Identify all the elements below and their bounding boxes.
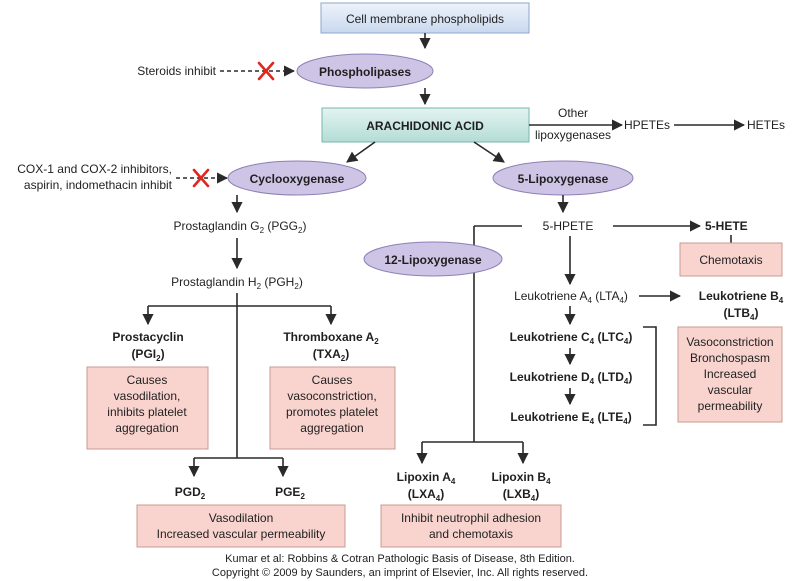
other-lipoxygenases-line2: lipoxygenases: [535, 128, 611, 142]
other-lipoxygenases-line1: Other: [558, 106, 588, 120]
5-hpete-label: 5-HPETE: [543, 219, 594, 233]
5-lipoxygenase-label: 5-Lipoxygenase: [518, 172, 609, 186]
ltc4-label: Leukotriene C4 (LTC4): [510, 330, 633, 346]
pge2-label: PGE2: [275, 485, 305, 501]
steroids-block-x-icon: [257, 61, 275, 81]
pgi2-effects-box: [86, 366, 209, 450]
lt-effect-line: Increased: [704, 367, 757, 381]
pgg2-label: Prostaglandin G2 (PGG2): [174, 219, 307, 235]
pgi2-effect-line: Causes: [127, 373, 168, 387]
pgi2-abbrev: (PGI2): [131, 347, 164, 363]
hpetes-label: HPETEs: [624, 118, 670, 132]
txa2-effect-line: Causes: [312, 373, 353, 387]
txa2-effect-line: vasoconstriction,: [287, 389, 376, 403]
lt-effect-line: vascular: [708, 383, 753, 397]
lt-effect-line: Vasoconstriction: [686, 335, 773, 349]
lipoxin-effect-line: and chemotaxis: [429, 527, 513, 541]
cox-block-x-icon: [192, 168, 210, 188]
phospholipases-enzyme: [296, 53, 434, 89]
pgd2-label: PGD2: [175, 485, 206, 501]
pg-effects-box: [136, 504, 346, 548]
lipoxin-effect-line: Inhibit neutrophil adhesion: [401, 511, 541, 525]
steroids-inhibit-label: Steroids inhibit: [137, 64, 216, 78]
ltb4-abbrev: (LTB4): [724, 306, 759, 322]
cyclooxygenase-label: Cyclooxygenase: [250, 172, 345, 186]
lt-effect-line: permeability: [698, 399, 763, 413]
pg-effect-line: Increased vascular permeability: [157, 527, 326, 541]
lxb4-abbrev: (LXB4): [503, 487, 539, 503]
copyright-line: Copyright © 2009 by Saunders, an imprint…: [212, 567, 588, 579]
chemotaxis-box: [679, 242, 783, 277]
pg-effect-line: Vasodilation: [209, 511, 274, 525]
arachidonic-acid-box: [321, 107, 530, 143]
ltb4-label: Leukotriene B4: [699, 289, 784, 305]
lta4-label: Leukotriene A4 (LTA4): [514, 289, 628, 305]
membrane-box: [320, 2, 530, 34]
lte4-label: Leukotriene E4 (LTE4): [510, 410, 631, 426]
txa2-abbrev: (TXA2): [313, 347, 349, 363]
cox-inhibitors-line1: COX-1 and COX-2 inhibitors,: [17, 162, 172, 176]
pgi2-effect-line: aggregation: [115, 421, 178, 435]
lxa4-abbrev: (LXA4): [408, 487, 444, 503]
arachidonic-acid-label: ARACHIDONIC ACID: [366, 119, 484, 133]
prostacyclin-label: Prostacyclin: [112, 330, 183, 344]
pgi2-effect-line: inhibits platelet: [107, 405, 187, 419]
cysteinyl-lt-effects-box: [677, 326, 783, 423]
lt-effect-line: Bronchospasm: [690, 351, 770, 365]
5-hete-label: 5-HETE: [705, 219, 748, 233]
phospholipases-label: Phospholipases: [319, 65, 411, 79]
lipoxin-effects-box: [380, 504, 562, 548]
12-lipoxygenase-enzyme: [363, 241, 503, 277]
membrane-label: Cell membrane phospholipids: [346, 12, 504, 26]
12-lipoxygenase-label: 12-Lipoxygenase: [384, 253, 482, 267]
cysteinyl-lt-bracket: [643, 326, 657, 426]
pgi2-effect-line: vasodilation,: [114, 389, 181, 403]
cox-inhibitors-line2: aspirin, indomethacin inhibit: [24, 178, 173, 192]
credit-line: Kumar et al: Robbins & Cotran Pathologic…: [225, 553, 575, 565]
chemotaxis-label: Chemotaxis: [699, 253, 762, 267]
ltd4-label: Leukotriene D4 (LTD4): [510, 370, 633, 386]
txa2-effect-line: promotes platelet: [286, 405, 379, 419]
thromboxane-label: Thromboxane A2: [283, 330, 379, 346]
hetes-label: HETEs: [747, 118, 785, 132]
cyclooxygenase-enzyme: [227, 160, 367, 196]
lipoxin-b4-label: Lipoxin B4: [491, 470, 551, 486]
txa2-effects-box: [269, 366, 396, 450]
lipoxin-a4-label: Lipoxin A4: [397, 470, 456, 486]
txa2-effect-line: aggregation: [300, 421, 363, 435]
pgh2-label: Prostaglandin H2 (PGH2): [171, 275, 303, 291]
